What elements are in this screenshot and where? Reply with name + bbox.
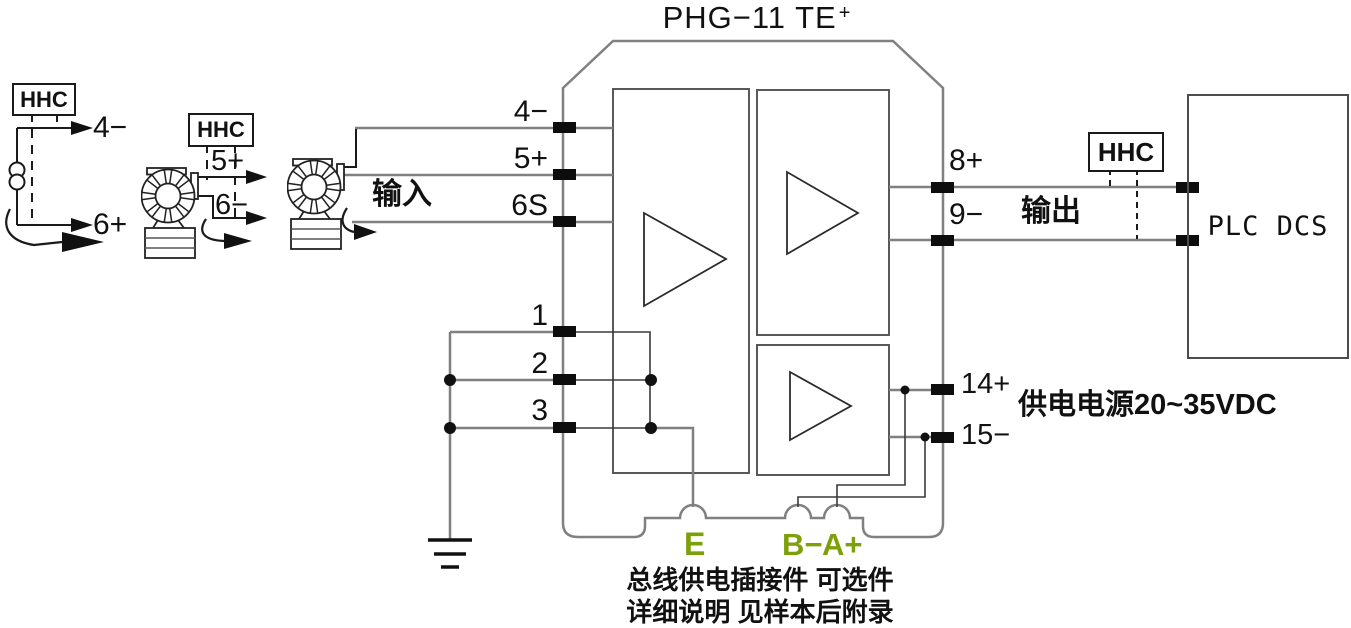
hhc1-dashed-leads [31, 113, 58, 222]
model-suffix: + [838, 2, 852, 24]
amp-triangle-icon [643, 211, 728, 308]
amp-triangle-icon [786, 170, 860, 256]
curved-arrowhead-icon [354, 224, 377, 240]
amplifier-triangles [643, 170, 860, 442]
page-title: PHG−11 TE+ [652, 0, 862, 36]
junction-dots [444, 374, 930, 442]
curved-arrowhead-icon [62, 232, 104, 252]
terminal-block-1 [553, 326, 576, 337]
route-aplus-pin [836, 391, 906, 507]
arrow-right-icon [71, 218, 93, 232]
note-line-1: 总线供电插接件 可选件 [626, 565, 894, 595]
route-terminal1-bus [566, 331, 651, 428]
input-label: 输入 [372, 178, 432, 211]
note-line-2: 详细说明 见样本后附录 [626, 597, 894, 627]
hhc-box-3: HHC [1088, 132, 1164, 172]
terminal-label-6s: 6S [511, 189, 548, 222]
terminal-block-8 [931, 182, 954, 193]
ground-icon [428, 538, 472, 569]
hhc2-dashed-leads [206, 144, 236, 218]
terminal-label-4minus: 4− [513, 95, 548, 128]
output-label: 输出 [1021, 195, 1081, 228]
arrowheads [62, 121, 377, 252]
transmitter-icon [141, 167, 199, 259]
curved-arrows [5, 207, 355, 247]
terminal-label-8plus: 8+ [949, 144, 984, 177]
terminal-label-9minus: 9− [949, 198, 984, 231]
current-source-circuit [8, 127, 71, 226]
power-supply-label: 供电电源20~35VDC [1018, 389, 1277, 421]
terminal-label-1: 1 [531, 299, 548, 332]
xmtr2-label-6minus: 6− [215, 189, 249, 221]
wire-e-pin [651, 426, 695, 507]
source-terminal-label-4minus: 4− [93, 111, 128, 144]
arrow-right-icon [246, 170, 267, 184]
terminal-label-14plus: 14+ [961, 368, 1011, 400]
amp-triangle-icon [789, 370, 853, 442]
bus-pin-label-aplus: A+ [822, 527, 863, 562]
lead-6minus [198, 195, 246, 219]
transmitter3-lead [344, 129, 357, 168]
terminal-block-5 [553, 169, 576, 180]
xmtr2-label-5plus: 5+ [211, 145, 245, 177]
terminal-block-14 [931, 384, 954, 395]
plc-dcs-box: PLC DCS [1187, 94, 1349, 359]
source-terminal-label-6plus: 6+ [93, 208, 128, 241]
curved-arrow-icon [5, 208, 63, 247]
arrow-right-icon [71, 121, 93, 135]
terminal-block-4 [553, 122, 576, 133]
terminal-block-15 [931, 432, 954, 443]
bus-pin-label-e: E [684, 526, 706, 562]
transmitter-icon [287, 158, 345, 250]
terminal-label-2: 2 [531, 347, 548, 380]
current-source-icon [8, 173, 26, 191]
hhc-box-2: HHC [188, 113, 254, 147]
curved-arrowhead-icon [224, 233, 252, 249]
terminal-block-6s [553, 216, 576, 227]
curved-arrow-icon [341, 207, 355, 234]
internal-routing [566, 331, 926, 507]
terminal-label-15minus: 15− [961, 419, 1011, 451]
terminal-block-9 [931, 235, 954, 246]
terminal-block-3 [553, 422, 576, 433]
model-number: PHG−11 TE [662, 0, 837, 35]
isolator-outline [561, 39, 945, 539]
arrow-right-icon [246, 211, 267, 225]
hhc-box-1: HHC [12, 83, 76, 116]
terminal-block-2 [553, 374, 576, 385]
terminal-label-3: 3 [531, 394, 548, 427]
curved-arrow-icon [201, 218, 225, 243]
route-bminus-pin [797, 438, 926, 507]
terminal-label-5plus: 5+ [513, 142, 548, 175]
hhc3-dashed-leads [1109, 169, 1138, 239]
bus-pin-label-bminus: B− [782, 527, 823, 562]
